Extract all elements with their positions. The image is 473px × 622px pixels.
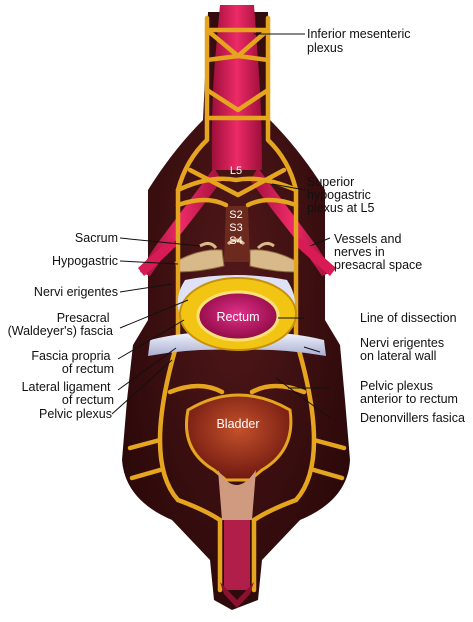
inferior-mesenteric-label: Inferior mesenteric plexus — [307, 27, 414, 55]
left-vessel-icon — [138, 238, 176, 276]
fascia-propria-label: Fascia propria of rectum — [31, 349, 114, 376]
nervi-lateral-label: Nervi erigentes on lateral wall — [360, 336, 448, 363]
bladder-label: Bladder — [216, 417, 259, 431]
right-label-group: Inferior mesenteric plexus Superior hypo… — [307, 27, 465, 425]
line-of-dissection-label: Line of dissection — [360, 311, 457, 325]
pelvic-plexus-label: Pelvic plexus — [39, 407, 112, 421]
s4-label: S4 — [229, 235, 242, 247]
presacral-fascia-label: Presacral (Waldeyer's) fascia — [8, 311, 113, 338]
nervi-erigentes-label: Nervi erigentes — [34, 285, 118, 299]
rectum-anatomy — [179, 277, 297, 351]
bladder-anatomy — [185, 393, 293, 608]
superior-hypogastric-label: Superior hypogastric plexus at L5 — [307, 175, 374, 215]
sacrum-label: Sacrum — [75, 231, 118, 245]
left-label-group: Sacrum Hypogastric Nervi erigentes Presa… — [8, 231, 118, 421]
denonvillers-label: Denonvillers fasica — [360, 411, 465, 425]
leader-lines — [111, 33, 331, 419]
hypogastric-label: Hypogastric — [52, 254, 118, 268]
vessels-nerves-label: Vessels and nerves in presacral space — [334, 232, 422, 272]
lateral-ligament-label: Lateral ligament of rectum — [22, 380, 114, 407]
sacrum-bone — [174, 206, 299, 273]
s2-label: S2 — [229, 209, 242, 221]
nerve-network — [127, 15, 347, 593]
pelvic-plexus-anterior-label: Pelvic plexus anterior to rectum — [360, 379, 458, 406]
right-vessel-icon — [296, 238, 336, 276]
rectum-label: Rectum — [216, 310, 259, 324]
s3-label: S3 — [229, 222, 242, 234]
l5-label: L5 — [230, 165, 242, 177]
